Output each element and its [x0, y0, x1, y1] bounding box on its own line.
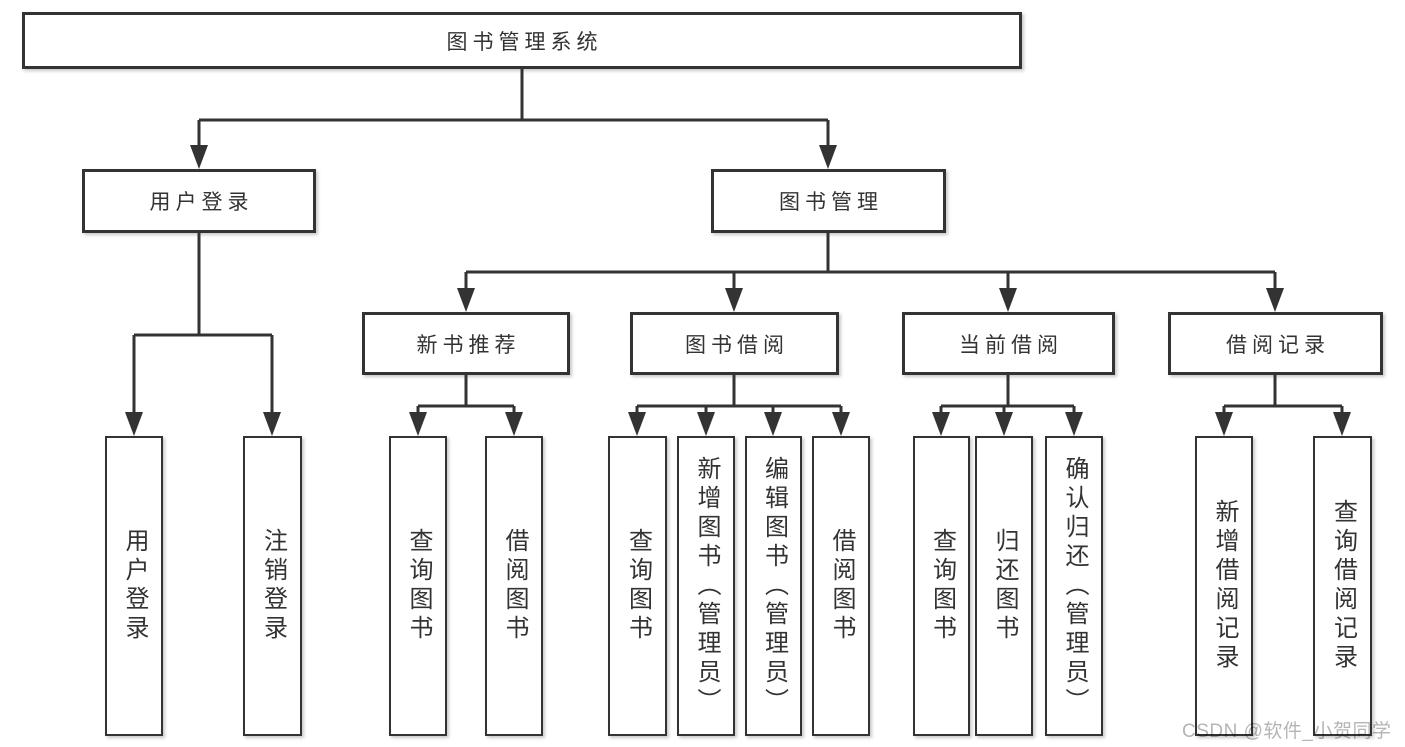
- leaf-query-books-recommend: 查询图书: [389, 436, 447, 736]
- node-label: 查询图书: [928, 528, 956, 644]
- node-book-borrowing: 图书借阅: [630, 312, 839, 375]
- leaf-borrow-books-recommend: 借阅图书: [485, 436, 543, 736]
- node-label: 注销登录: [259, 528, 287, 644]
- node-label: 确认归还（管理员）: [1061, 455, 1088, 717]
- node-borrowing-records: 借阅记录: [1168, 312, 1383, 375]
- node-label: 查询借阅记录: [1329, 499, 1357, 673]
- node-label: 借阅图书: [501, 528, 528, 644]
- node-library-management-system: 图书管理系统: [22, 12, 1022, 69]
- node-user-login: 用户登录: [82, 169, 316, 233]
- connector-paths: [132, 69, 1344, 414]
- node-label: 编辑图书（管理员）: [760, 455, 788, 717]
- node-book-management: 图书管理: [711, 169, 946, 233]
- node-label: 借阅图书: [828, 528, 855, 644]
- node-label: 新增借阅记录: [1211, 499, 1238, 673]
- node-label: 新增图书（管理员）: [693, 455, 720, 717]
- leaf-add-borrow-record: 新增借阅记录: [1195, 436, 1253, 736]
- node-label: 查询图书: [624, 528, 652, 644]
- arrowheads: [125, 145, 1351, 436]
- node-label: 归还图书: [991, 528, 1018, 644]
- node-label: 图书管理系统: [446, 30, 603, 54]
- leaf-edit-book-admin: 编辑图书（管理员）: [745, 436, 802, 736]
- node-label: 用户登录: [121, 528, 148, 644]
- leaf-query-books-borrowing: 查询图书: [608, 436, 667, 736]
- node-label: 图书管理: [779, 191, 883, 214]
- node-label: 图书借阅: [685, 333, 789, 357]
- node-label: 新书推荐: [416, 333, 521, 357]
- watermark: CSDN @软件_小贺同学: [1182, 721, 1392, 742]
- leaf-return-book: 归还图书: [975, 436, 1033, 736]
- node-label: 用户登录: [149, 191, 254, 214]
- node-new-book-recommendation: 新书推荐: [362, 312, 570, 375]
- node-label: 当前借阅: [959, 333, 1063, 357]
- leaf-logout: 注销登录: [243, 436, 302, 736]
- node-label: 借阅记录: [1226, 333, 1330, 357]
- node-current-borrowing: 当前借阅: [902, 312, 1115, 375]
- leaf-user-login: 用户登录: [105, 436, 163, 736]
- node-label: 查询图书: [405, 528, 432, 644]
- leaf-borrow-books-borrowing: 借阅图书: [812, 436, 870, 736]
- leaf-add-book-admin: 新增图书（管理员）: [677, 436, 735, 736]
- leaf-confirm-return-admin: 确认归还（管理员）: [1045, 436, 1103, 736]
- leaf-query-borrow-record: 查询借阅记录: [1313, 436, 1372, 736]
- leaf-query-books-current: 查询图书: [913, 436, 970, 736]
